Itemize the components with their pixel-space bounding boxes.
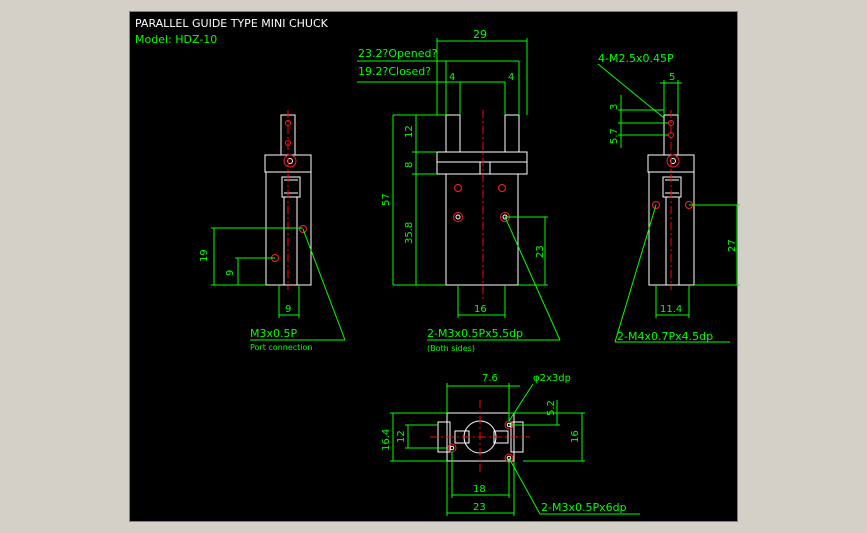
dim-left-19: 19: [199, 249, 210, 262]
front-callout: 2-M3x0.5Px5.5dp: [427, 327, 523, 340]
dim-front-closed: 19.2?Closed?: [358, 65, 431, 78]
cad-viewport[interactable]: [129, 11, 738, 522]
dim-right-27: 27: [727, 239, 738, 252]
left-callout-note: Port connection: [250, 343, 312, 352]
right-callout: 2-M4x0.7Px4.5dp: [617, 330, 713, 343]
dim-front-23: 23: [535, 245, 546, 258]
dim-front-16: 16: [474, 304, 487, 315]
right-top-tap: 4-M2.5x0.45P: [598, 52, 674, 65]
dim-bottom-23: 23: [473, 502, 486, 513]
dim-front-8: 8: [404, 162, 415, 168]
right-side-view: 4-M2.5x0.45P 5 3 5.7 27 11.4: [597, 52, 740, 343]
dim-left-9-height: 9: [225, 270, 236, 276]
dim-bottom-7-6: 7.6: [482, 373, 498, 384]
dim-right-5-7: 5.7: [609, 128, 620, 144]
dim-front-29: 29: [473, 28, 487, 41]
bottom-callout: 2-M3x0.5Px6dp: [541, 501, 627, 514]
dim-right-5: 5: [669, 72, 675, 83]
dim-front-35-8: 35.8: [404, 222, 415, 244]
dim-front-12: 12: [404, 125, 415, 138]
dim-front-57: 57: [381, 193, 392, 206]
dim-front-opened: 23.2?Opened?: [358, 47, 437, 60]
dim-bottom-5-2: 5.2: [546, 400, 557, 416]
dim-front-finger-right: 4: [508, 72, 514, 83]
dim-right-11-4: 11.4: [660, 304, 682, 315]
drawing-title: PARALLEL GUIDE TYPE MINI CHUCK: [135, 17, 329, 30]
dim-bottom-16-4: 16.4: [381, 429, 392, 451]
front-view: 29 23.2?Opened? 19.2?Closed? 4 4 12 8 57…: [357, 28, 561, 353]
bottom-view: 7.6 φ2x3dp 5.2 16 16.4 12 18: [381, 373, 640, 516]
dim-front-finger-left: 4: [449, 72, 455, 83]
dim-left-9-width: 9: [285, 304, 291, 315]
front-callout-note: (Both sides): [427, 344, 475, 353]
dim-bottom-hole: φ2x3dp: [533, 373, 571, 384]
dim-bottom-18: 18: [473, 484, 486, 495]
dim-bottom-16: 16: [570, 430, 581, 443]
left-callout-m3: M3x0.5P: [250, 327, 297, 340]
model-label: Model: HDZ-10: [135, 33, 217, 46]
left-side-view: 19 9 9 M3x0.5P Port connection: [199, 110, 346, 352]
dim-bottom-12: 12: [396, 430, 407, 443]
dim-right-3: 3: [609, 104, 620, 110]
